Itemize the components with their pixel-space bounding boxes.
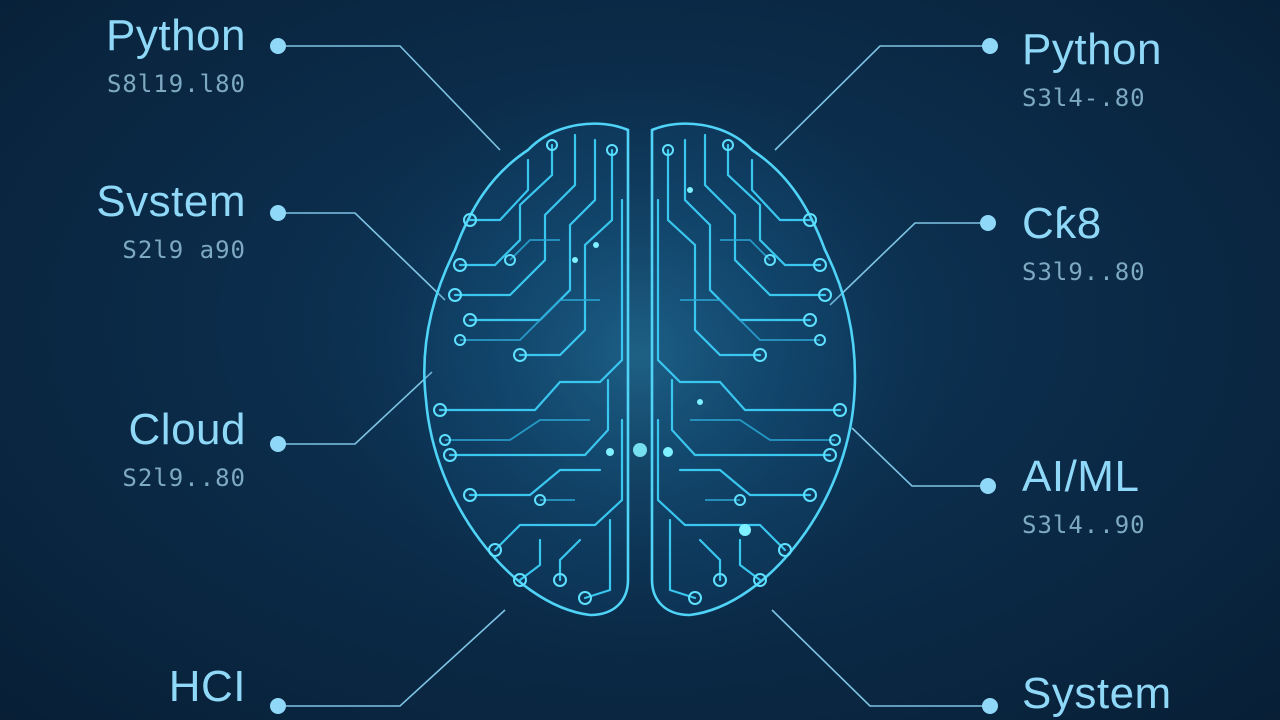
connector-dot[interactable] <box>270 436 286 452</box>
skill-price: S8l19.l80 <box>106 70 246 98</box>
skill-title: Cƙ8 <box>1022 199 1102 248</box>
connector-dot[interactable] <box>270 38 286 54</box>
connector-line <box>278 212 446 301</box>
skill-label-aiml: AI/ML S3l4..90 <box>1022 452 1280 539</box>
connector-line <box>851 427 988 487</box>
connector-dot[interactable] <box>982 38 998 54</box>
right-connectors <box>771 38 998 714</box>
skill-title: System <box>1022 669 1172 718</box>
skill-title: Python <box>1022 25 1162 74</box>
connector-line <box>278 609 506 707</box>
skill-title: Cloud <box>128 405 246 454</box>
skill-label-system-right: System <box>1022 672 1280 716</box>
skill-label-cloud: Cloud S2l9..80 <box>0 405 246 492</box>
skill-label-python: Python S8l19.l80 <box>0 11 246 98</box>
connector-dot[interactable] <box>982 698 998 714</box>
connector-dot[interactable] <box>980 478 996 494</box>
skill-title: HCI <box>168 662 246 711</box>
skill-price: S3l4..90 <box>1022 511 1146 539</box>
connector-dot[interactable] <box>270 205 286 221</box>
circuit-brain-icon <box>423 122 857 617</box>
connector-line <box>278 371 433 445</box>
skill-label-hci: HCI <box>0 665 246 709</box>
left-connectors <box>270 38 506 714</box>
skill-title: AI/ML <box>1022 452 1140 501</box>
skill-price: S2l9 a90 <box>122 236 246 264</box>
connector-line <box>278 45 501 151</box>
skill-price: S2l9..80 <box>122 464 246 492</box>
skill-price: S3l4-.80 <box>1022 84 1146 112</box>
skill-label-system: Svstem S2l9 a90 <box>0 177 246 264</box>
left-traces <box>438 133 624 600</box>
connector-dot[interactable] <box>270 698 286 714</box>
connector-line <box>771 609 990 707</box>
connector-line <box>829 222 988 306</box>
skill-price: S3l9..80 <box>1022 258 1146 286</box>
skill-label-python-right: Python S3l4-.80 <box>1022 25 1280 112</box>
connector-line <box>774 45 990 151</box>
skill-title: Python <box>106 11 246 60</box>
circuit-pads <box>433 139 847 605</box>
connector-dot[interactable] <box>980 215 996 231</box>
skill-label-ck8: Cƙ8 S3l9..80 <box>1022 199 1280 286</box>
skill-title: Svstem <box>96 177 246 226</box>
